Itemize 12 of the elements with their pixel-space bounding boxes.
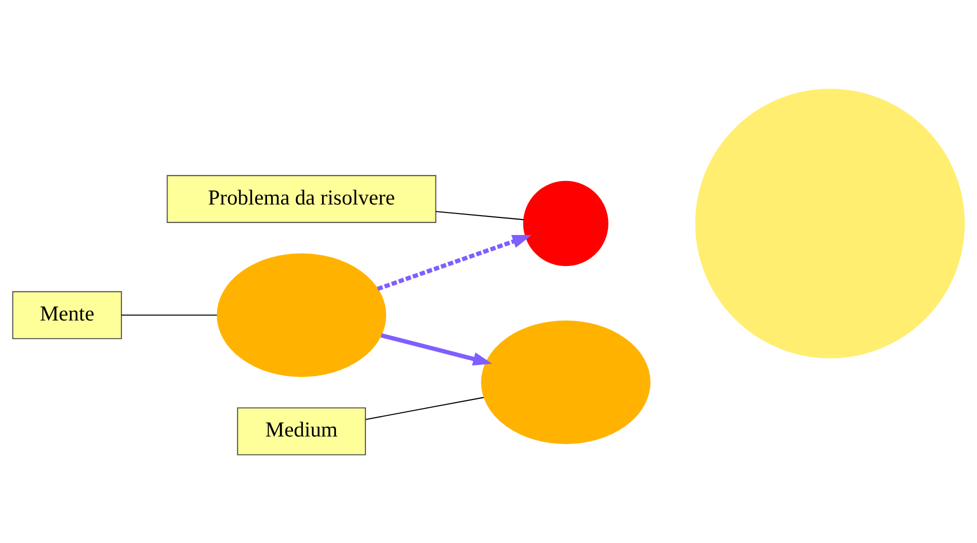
node-ellipse	[481, 320, 650, 444]
node-box: Medium	[237, 406, 366, 455]
connector	[366, 396, 484, 420]
arrow	[380, 332, 492, 365]
node-ellipse	[216, 252, 386, 376]
node-circle	[695, 88, 965, 358]
connector	[121, 314, 217, 316]
node-box: Mente	[12, 290, 122, 339]
arrow	[376, 234, 532, 290]
node-circle	[523, 180, 608, 266]
connector	[436, 210, 524, 220]
node-box: Problema da risolvere	[166, 174, 436, 222]
